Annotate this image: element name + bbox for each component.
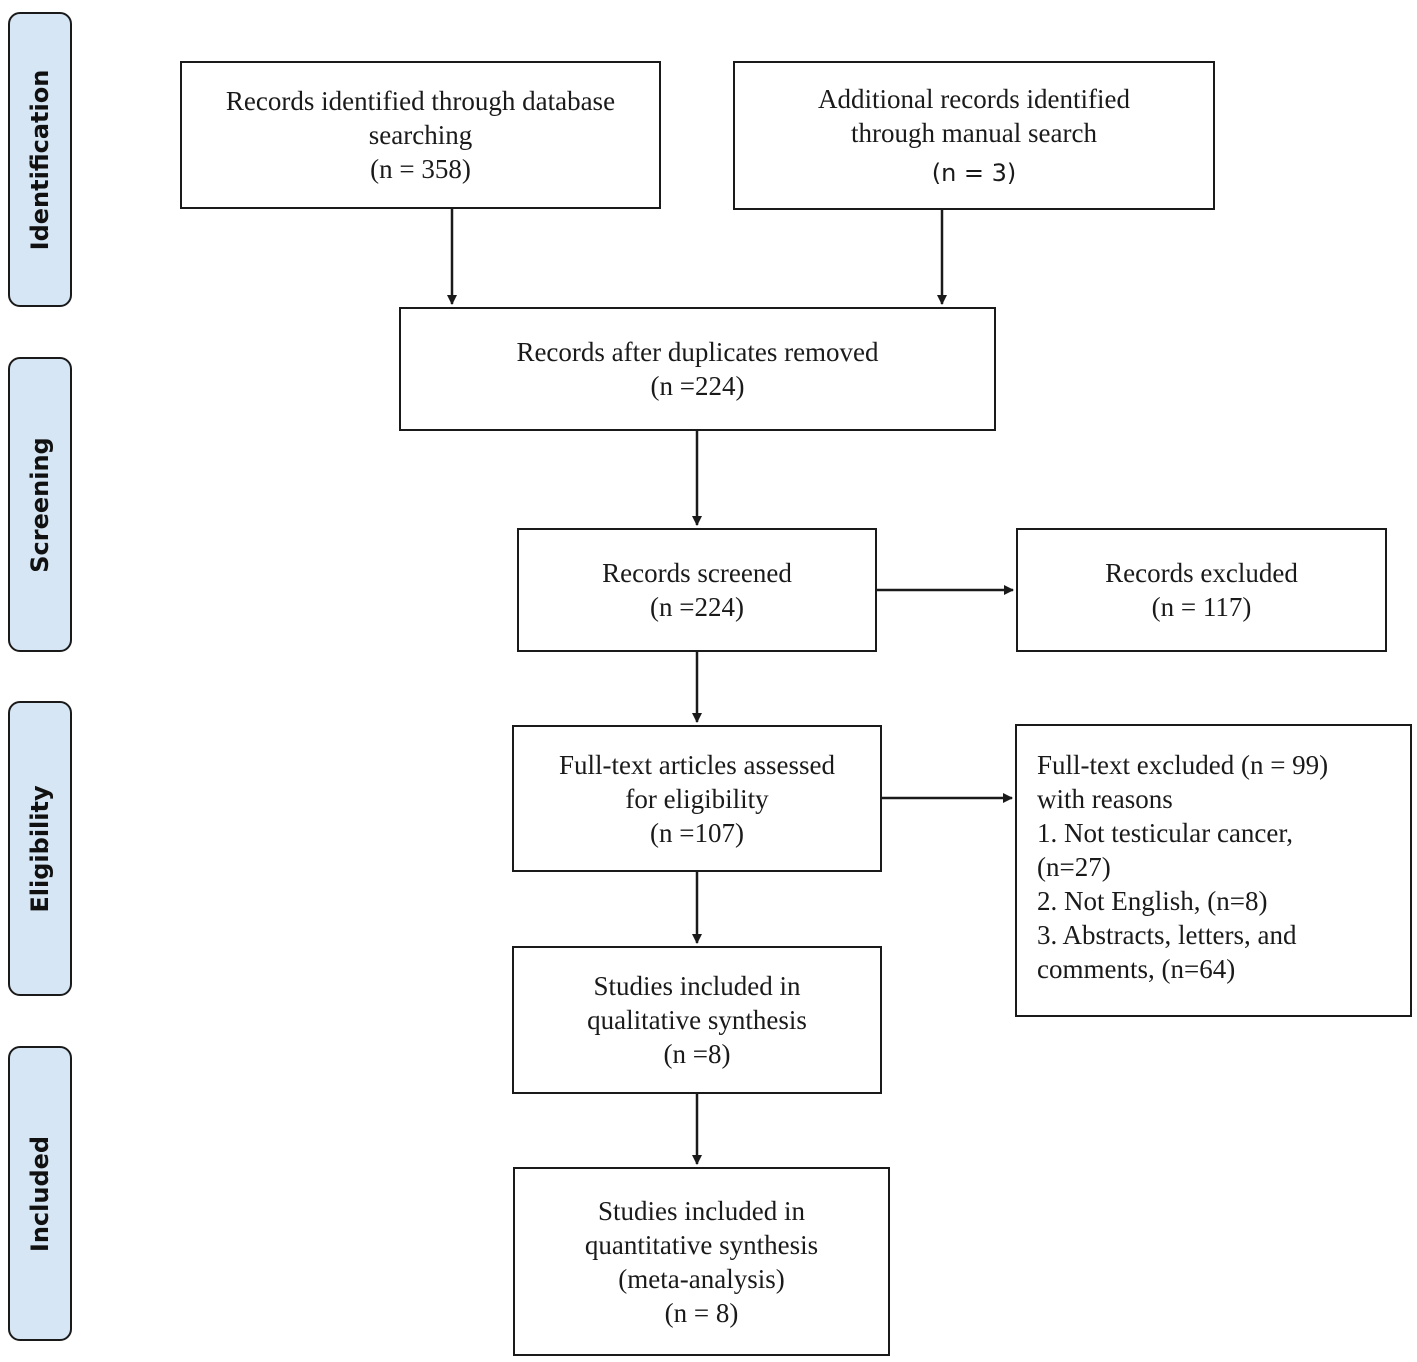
box-screened-count: (n =224) [650,592,744,622]
box-fulltext-excluded-reason1: 1. Not testicular cancer, [1037,818,1294,848]
box-manual-count: (n = 3) [931,158,1017,187]
box-manual-line2: through manual search [851,117,1097,148]
box-duplicates-line1: Records after duplicates removed [516,337,879,367]
box-database-line1: Records identified through database [225,86,616,116]
stage-screening: Screening [8,357,72,652]
box-qualitative-synthesis: Studies included in qualitative synthesi… [512,946,882,1094]
box-fulltext-line2: for eligibility [625,783,769,814]
stage-included: Included [8,1046,72,1341]
box-duplicates-count: (n =224) [650,371,745,401]
box-qualitative-line1: Studies included in [593,971,801,1001]
box-database-records: Records identified through database sear… [180,61,661,209]
box-manual-records: Additional records identified through ma… [733,61,1215,210]
box-fulltext-excluded-reason2: 2. Not English, (n=8) [1037,886,1268,916]
box-fulltext-excluded: Full-text excluded (n = 99) with reasons… [1015,724,1412,1017]
box-fulltext-excluded-reason3: 3. Abstracts, letters, and [1037,920,1297,950]
box-screened-line1: Records screened [602,558,792,588]
box-records-screened: Records screened (n =224) [517,528,877,652]
box-database-line2: searching [368,120,473,150]
box-qualitative-count: (n =8) [663,1039,731,1069]
box-manual-line1: Additional records identified [818,83,1130,114]
stage-identification: Identification [8,12,72,307]
box-quantitative-line3: (meta-analysis) [618,1263,785,1294]
box-fulltext-count: (n =107) [650,817,744,848]
box-database-count: (n = 358) [370,154,471,184]
stage-eligibility: Eligibility [8,701,72,996]
box-quantitative-count: (n = 8) [664,1297,739,1328]
box-records-excluded: Records excluded (n = 117) [1016,528,1387,652]
box-fulltext-assessed: Full-text articles assessed for eligibil… [512,725,882,872]
box-fulltext-excluded-reason3-count: comments, (n=64) [1037,954,1236,984]
box-excluded-line1: Records excluded [1105,558,1298,588]
box-fulltext-excluded-line1: Full-text excluded (n = 99) [1037,750,1329,780]
box-quantitative-synthesis: Studies included in quantitative synthes… [513,1167,890,1356]
box-fulltext-excluded-reason1-count: (n=27) [1037,852,1111,882]
box-excluded-count: (n = 117) [1151,592,1252,622]
box-quantitative-line2: quantitative synthesis [584,1229,819,1260]
box-fulltext-excluded-line2: with reasons [1037,784,1173,814]
box-duplicates-removed: Records after duplicates removed (n =224… [399,307,996,431]
box-fulltext-line1: Full-text articles assessed [559,749,835,780]
box-qualitative-line2: qualitative synthesis [587,1005,807,1035]
box-quantitative-line1: Studies included in [598,1195,805,1226]
